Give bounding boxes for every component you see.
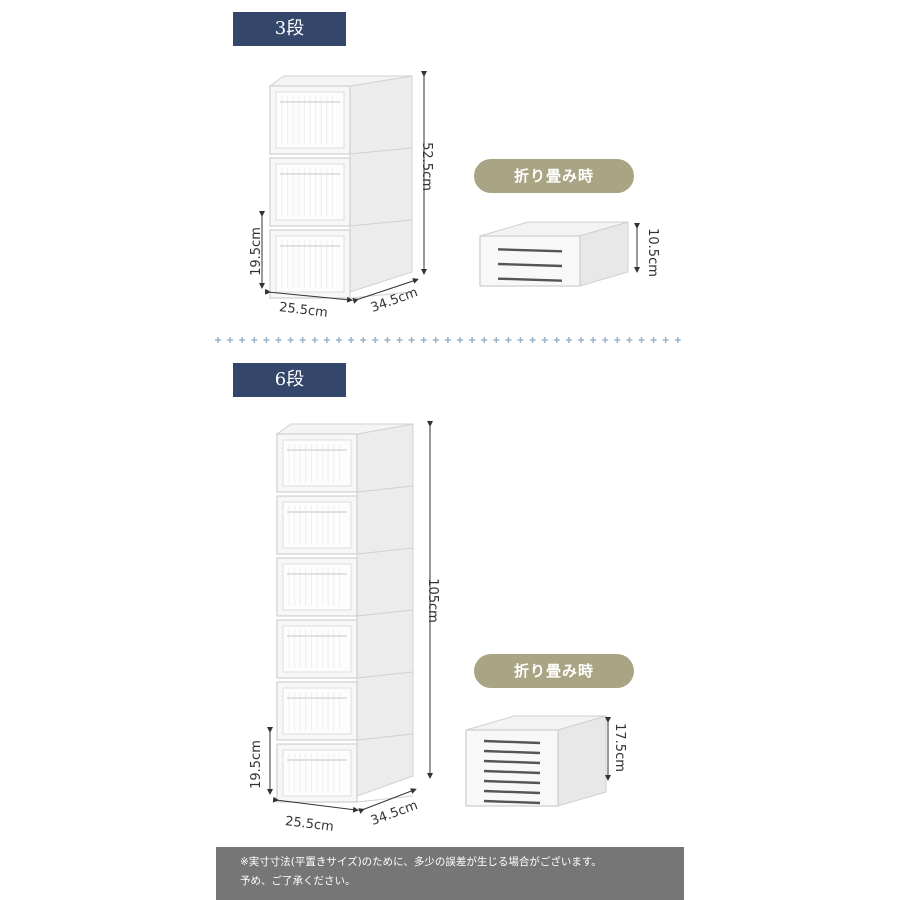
folded6-slot: [483, 799, 541, 805]
stack6-side-shelf: [356, 733, 414, 741]
stack6-side-panel: [356, 423, 414, 797]
height-label-6-tier: 105cm: [424, 578, 440, 623]
disclaimer-line-2: 予め、ご了承ください。: [240, 875, 356, 887]
stack3-side-shelf: [349, 147, 413, 155]
depth-dimension-3-tier: [352, 278, 419, 304]
folded6-slot: [483, 759, 541, 765]
folded3-front: [479, 235, 581, 287]
folded-six-tier-box: [465, 715, 607, 807]
folded-height-label-3-tier: 10.5cm: [644, 228, 660, 277]
folded6-slot: [483, 769, 541, 775]
folded3-slot: [497, 277, 563, 282]
dimension-lines: [259, 71, 640, 814]
stack6-side-shelf: [356, 609, 414, 617]
folded-label-6-tier: 折り畳み時: [474, 654, 634, 688]
folded-label-3-tier: 折り畳み時: [474, 159, 634, 193]
drawer-height-label-3-tier: 19.5cm: [248, 227, 264, 276]
section-tag-6-tier: 6段: [233, 363, 346, 397]
folded-height-label-6-tier: 17.5cm: [611, 723, 627, 772]
stack6-side-shelf: [356, 485, 414, 493]
folded6-slot: [483, 739, 541, 745]
folded3-slot: [497, 248, 563, 253]
folded6-slot: [483, 789, 541, 795]
width-dimension-6-tier: [272, 796, 359, 813]
drawer-height-label-6-tier: 19.5cm: [248, 740, 264, 789]
six-tier-storage-box: [275, 423, 414, 803]
folded6-side: [557, 715, 607, 807]
folded6-slot: [483, 749, 541, 755]
section-divider: [215, 337, 681, 343]
stack3-side-shelf: [349, 219, 413, 227]
disclaimer-line-1: ※実寸寸法(平置きサイズ)のために、多少の誤差が生じる場合がございます。: [240, 856, 602, 868]
folded-three-tier-box: [479, 221, 629, 287]
folded3-slot: [497, 262, 563, 268]
stack3-side-panel: [349, 75, 413, 293]
depth-dimension-6-tier: [358, 788, 417, 814]
height-label-3-tier: 52.5cm: [418, 142, 434, 191]
stack6-side-shelf: [356, 671, 414, 679]
stack6-side-shelf: [356, 547, 414, 555]
folded6-slot: [483, 779, 541, 785]
width-dimension-3-tier: [264, 288, 353, 303]
disclaimer-note: ※実寸寸法(平置きサイズ)のために、多少の誤差が生じる場合がございます。 予め、…: [216, 847, 684, 900]
three-tier-storage-box: [268, 75, 413, 299]
section-tag-3-tier: 3段: [233, 12, 346, 46]
